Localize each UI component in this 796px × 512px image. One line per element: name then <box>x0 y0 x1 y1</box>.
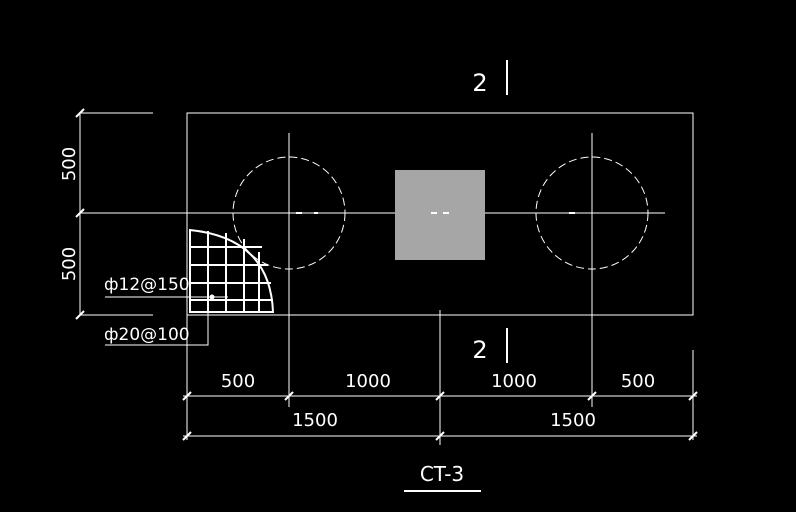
dim-vertical-upper: 500 <box>59 147 80 181</box>
section-mark-bottom: 2 <box>472 336 487 364</box>
rebar-label-2: ф20@100 <box>104 325 190 345</box>
drawing-title: CT-3 <box>420 462 464 486</box>
dim-row2-2: 1500 <box>550 410 596 431</box>
dim-row1-1: 500 <box>221 371 255 392</box>
dim-row1-2: 1000 <box>345 371 391 392</box>
dim-row1-3: 1000 <box>491 371 537 392</box>
section-mark-top: 2 <box>472 69 487 97</box>
rebar-label-1: ф12@150 <box>104 275 190 295</box>
column <box>395 170 485 260</box>
rebar-detail <box>189 228 275 313</box>
dim-vertical-lower: 500 <box>59 247 80 281</box>
dim-row1-4: 500 <box>621 371 655 392</box>
leader-rebar-2 <box>105 290 209 346</box>
dim-row2-1: 1500 <box>292 410 338 431</box>
